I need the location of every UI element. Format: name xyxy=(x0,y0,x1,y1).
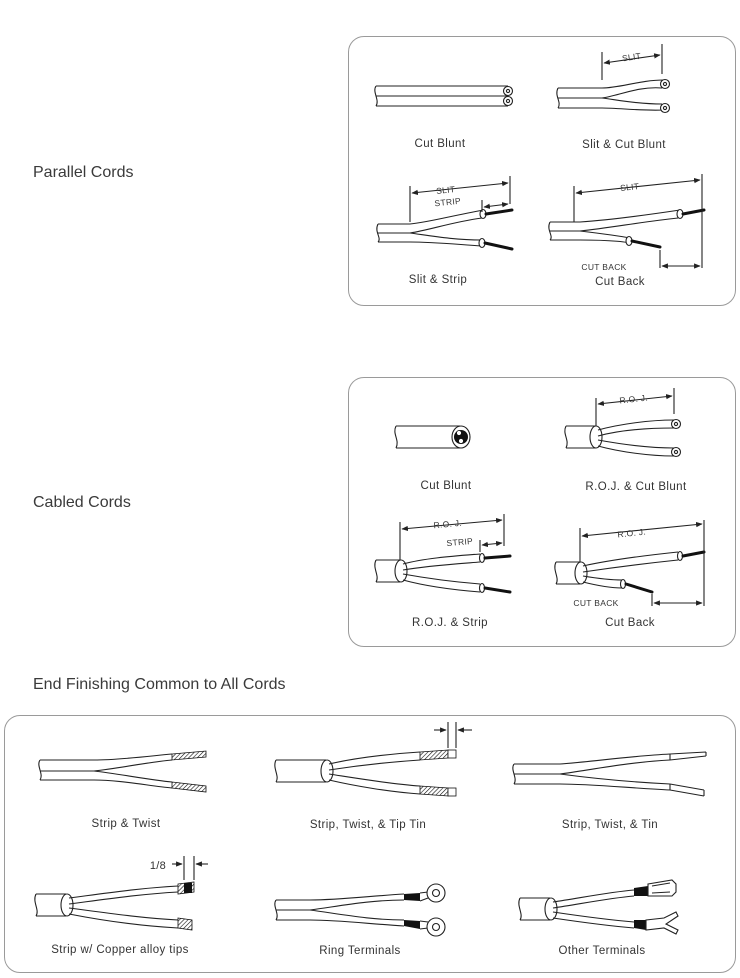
dim-eighth: 1/8 xyxy=(150,860,166,872)
strip-twist-figure: Strip & Twist xyxy=(38,750,207,830)
dim-roj-2: R.O. J. xyxy=(433,518,462,530)
caption-parallel-slit-cut-blunt: Slit & Cut Blunt xyxy=(582,139,666,151)
dim-slit-3: SLIT xyxy=(620,181,640,193)
caption-parallel-cut-back: Cut Back xyxy=(595,276,645,288)
caption-cabled-cut-back: Cut Back xyxy=(605,617,655,629)
dim-strip-2: STRIP xyxy=(446,536,473,548)
dim-slit-2: SLIT xyxy=(436,184,456,196)
dim-slit-1: SLIT xyxy=(621,51,641,64)
caption-cabled-roj-cut-blunt: R.O.J. & Cut Blunt xyxy=(585,481,687,493)
caption-strip-twist-tip-tin: Strip, Twist, & Tip Tin xyxy=(310,819,426,831)
caption-strip-twist-tin: Strip, Twist, & Tin xyxy=(562,819,658,831)
caption-parallel-cut-blunt: Cut Blunt xyxy=(415,138,466,150)
cabled-cut-back-figure: R.O. J. CUT BACK Cut Back xyxy=(554,520,706,629)
dim-cut-back-1: CUT BACK xyxy=(581,262,626,272)
caption-strip-copper-tips: Strip w/ Copper alloy tips xyxy=(51,944,189,956)
caption-parallel-slit-strip: Slit & Strip xyxy=(409,274,467,286)
parallel-slit-strip-figure: SLIT STRIP Slit & Strip xyxy=(376,176,514,286)
section-title-end-finishing: End Finishing Common to All Cords xyxy=(33,676,286,693)
dim-strip-1: STRIP xyxy=(434,196,461,209)
dim-cut-back-2: CUT BACK xyxy=(573,598,618,608)
dim-roj-3: R.O. J. xyxy=(617,527,646,540)
parallel-slit-cut-blunt-figure: SLIT Slit & Cut Blunt xyxy=(556,44,671,151)
caption-cabled-cut-blunt: Cut Blunt xyxy=(421,480,472,492)
other-terminals-figure: Other Terminals xyxy=(518,879,679,957)
caption-cabled-roj-strip: R.O.J. & Strip xyxy=(412,617,488,629)
caption-strip-twist: Strip & Twist xyxy=(92,818,161,830)
strip-twist-tip-tin-figure: Strip, Twist, & Tip Tin xyxy=(274,722,472,831)
section-title-parallel-cords: Parallel Cords xyxy=(33,164,134,181)
cabled-cut-blunt-figure: Cut Blunt xyxy=(394,425,472,492)
caption-ring-terminals: Ring Terminals xyxy=(319,945,400,957)
caption-other-terminals: Other Terminals xyxy=(559,945,646,957)
section-title-cabled-cords: Cabled Cords xyxy=(33,494,131,511)
parallel-cut-back-figure: SLIT CUT BACK Cut Back xyxy=(548,174,706,288)
ring-terminals-figure: Ring Terminals xyxy=(274,883,446,957)
parallel-cords-panel xyxy=(348,36,736,306)
strip-twist-tin-figure: Strip, Twist, & Tin xyxy=(512,751,707,831)
parallel-cut-blunt-figure: Cut Blunt xyxy=(374,85,514,150)
strip-copper-tips-figure: 1/8 Strip w/ Copper alloy tips xyxy=(34,856,208,956)
cabled-roj-cut-blunt-figure: R.O. J. R.O.J. & Cut Blunt xyxy=(564,388,687,493)
cabled-roj-strip-figure: R.O. J. STRIP R.O.J. & Strip xyxy=(374,514,512,629)
dim-roj-1: R.O. J. xyxy=(619,393,648,406)
